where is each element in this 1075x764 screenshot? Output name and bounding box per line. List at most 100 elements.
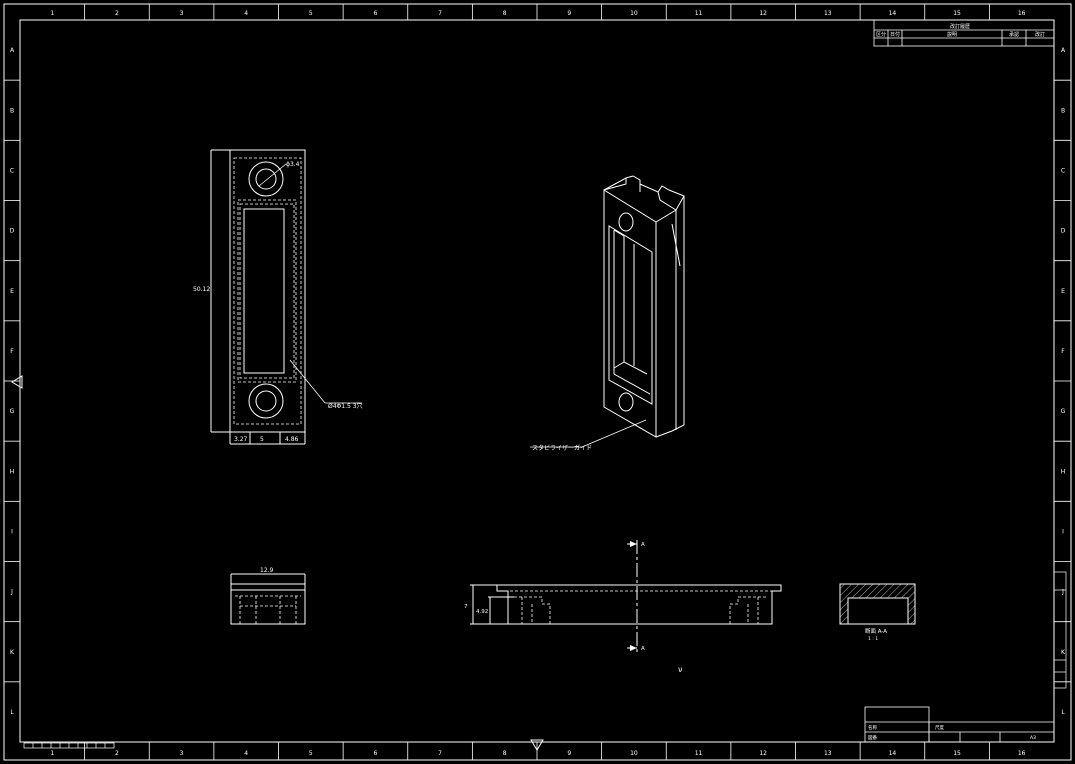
grid-top-label: 6 <box>374 10 378 17</box>
grid-bottom-label: 11 <box>695 750 703 757</box>
grid-left-label: J <box>10 589 13 596</box>
grid-left-label: L <box>10 709 14 716</box>
section-mark-top: A <box>641 542 645 548</box>
grid-top-label: 1 <box>50 10 54 17</box>
grid-top-label: 3 <box>180 10 184 17</box>
height-dimension-label: 50.12 <box>193 286 210 293</box>
section-mark-bottom: A <box>641 646 645 652</box>
grid-top-label: 7 <box>438 10 442 17</box>
grid-bottom-label: 12 <box>759 750 767 757</box>
front-elevation-view <box>470 540 782 655</box>
grid-top-label: 15 <box>953 10 961 17</box>
width-right-label: 4.86 <box>285 436 299 443</box>
grid-top-label: 10 <box>630 10 638 17</box>
grid-top-label: 13 <box>824 10 832 17</box>
front-inner-label: 4.92 <box>476 609 488 615</box>
title-block <box>864 706 1055 743</box>
grid-bottom-label: 7 <box>438 750 442 757</box>
revision-col-rev: 改訂 <box>1035 31 1045 38</box>
grid-left-label: B <box>10 107 14 114</box>
grid-left-label: G <box>10 408 15 415</box>
hole-diameter-label: ϕ3.4 <box>286 161 300 168</box>
grid-bottom-label: 2 <box>115 750 119 757</box>
grid-top-label: 9 <box>567 10 571 17</box>
grid-top-label: 12 <box>759 10 767 17</box>
front-view <box>210 149 306 445</box>
grid-top-label: 16 <box>1018 10 1026 17</box>
grid-right-label: J <box>1061 589 1064 596</box>
revision-col-desc: 説明 <box>947 31 957 38</box>
grid-top-label: 4 <box>244 10 248 17</box>
grid-right-label: K <box>1061 649 1066 656</box>
grid-top-label: 5 <box>309 10 313 17</box>
grid-bottom-label: 6 <box>374 750 378 757</box>
right-tick-table <box>1053 571 1067 689</box>
grid-right-label: A <box>1061 47 1066 54</box>
grid-bottom-label: 4 <box>244 750 248 757</box>
title-block-name: 名称 <box>868 724 877 731</box>
front-view-hidden <box>233 157 302 425</box>
grid-bottom-label: 1 <box>50 750 54 757</box>
grid-left-label: E <box>10 288 14 295</box>
grid-right-label: G <box>1061 408 1066 415</box>
revision-col-date: 日付 <box>890 31 900 38</box>
grid-bottom-label: 16 <box>1018 750 1026 757</box>
side-view <box>230 573 306 625</box>
side-view-hidden <box>235 595 301 624</box>
isometric-leader <box>530 419 647 448</box>
grid-left-label: F <box>10 348 14 355</box>
centering-marks <box>11 375 544 751</box>
front-view-leaders <box>258 163 362 404</box>
grid-right-label: L <box>1061 709 1065 716</box>
grid-right-label: C <box>1061 167 1065 174</box>
section-arrows <box>630 541 637 651</box>
isometric-view <box>603 175 685 438</box>
stray-mark: ν <box>678 665 683 674</box>
grid-left-label: I <box>11 528 13 535</box>
grid-bottom-label: 14 <box>889 750 897 757</box>
grid-right-label: B <box>1061 107 1065 114</box>
section-label: 断面 A-A <box>865 627 887 635</box>
grid-right-label: H <box>1061 468 1066 475</box>
front-height-label: 7 <box>464 604 468 610</box>
grid-right-label: D <box>1061 228 1066 235</box>
grid-right-label: I <box>1062 528 1064 535</box>
grid-right-label: F <box>1061 348 1065 355</box>
title-block-scale: 尺度 <box>935 724 944 731</box>
grid-bottom-label: 15 <box>953 750 961 757</box>
side-width-label: 12.9 <box>260 567 274 574</box>
grid-right-labels: A B C D E F G H I J K L <box>1054 47 1071 716</box>
revision-heading: 改訂履歴 <box>950 23 970 30</box>
grid-right-label: E <box>1061 288 1065 295</box>
grid-left-label: A <box>10 47 15 54</box>
grid-left-label: D <box>10 228 15 235</box>
revision-table <box>873 19 1055 47</box>
grid-left-label: C <box>10 167 14 174</box>
width-mid-label: 5 <box>260 436 264 443</box>
grid-bottom-label: 3 <box>180 750 184 757</box>
grid-bottom-label: 8 <box>503 750 507 757</box>
grid-left-label: H <box>10 468 15 475</box>
grid-top-label: 2 <box>115 10 119 17</box>
isometric-note-label: スタビライザーガイド <box>532 444 592 452</box>
grid-top-label: 11 <box>695 10 703 17</box>
section-view <box>839 583 916 625</box>
front-elevation-hidden <box>505 590 774 624</box>
grid-top-label: 8 <box>503 10 507 17</box>
grid-left-labels: A B C D E F G H I J K L <box>4 47 20 716</box>
revision-col-approved: 承認 <box>1009 31 1019 38</box>
grid-bottom-label: 5 <box>309 750 313 757</box>
front-note-label: Ø4Φ1.5 3穴 <box>328 402 363 410</box>
grid-left-label: K <box>10 649 15 656</box>
scale-bar <box>23 742 115 749</box>
grid-bottom-label: 9 <box>567 750 571 757</box>
grid-top-label: 14 <box>889 10 897 17</box>
width-left-label: 3.27 <box>234 436 248 443</box>
title-block-sheet: A3 <box>1030 735 1036 741</box>
revision-col-zone: 区分 <box>876 31 886 38</box>
title-block-number: 図番 <box>868 734 877 741</box>
section-scale: 1 : 1 <box>868 636 878 642</box>
